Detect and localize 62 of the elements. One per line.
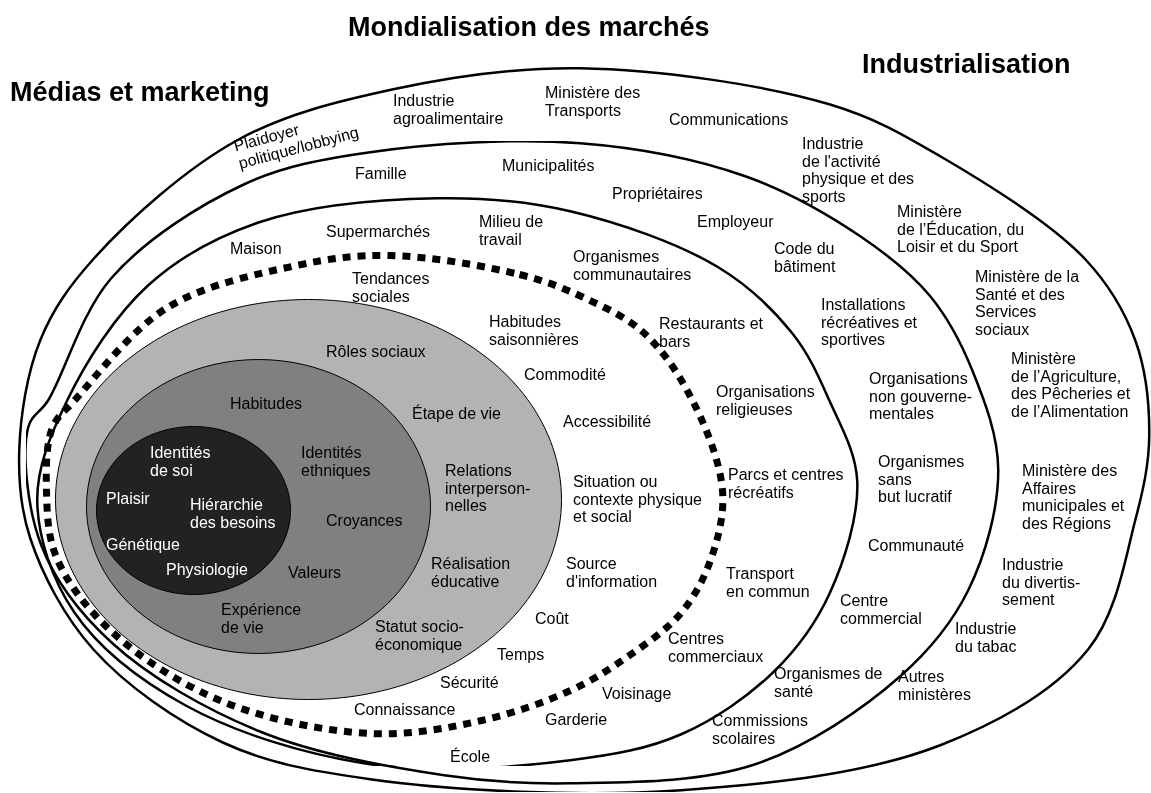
factor-label: Code du bâtiment — [774, 240, 836, 275]
factor-label: Maison — [230, 240, 282, 258]
factor-label: Industrie du divertis- sement — [1002, 556, 1081, 609]
factor-label: Industrie agroalimentaire — [393, 92, 504, 127]
factor-label: Situation ou contexte physique et social — [573, 473, 702, 526]
factor-label: Expérience de vie — [221, 601, 302, 636]
factor-label: Connaissance — [354, 701, 456, 719]
factor-label: Employeur — [697, 213, 774, 231]
factor-label: Organismes sans but lucratif — [878, 453, 965, 506]
factor-label: Sécurité — [440, 674, 499, 692]
factor-label: Tendances sociales — [352, 270, 430, 305]
factor-label: Organismes communautaires — [573, 248, 692, 283]
factor-label: Relations interperson- nelles — [445, 462, 531, 515]
factor-label: École — [450, 748, 491, 766]
factor-label: Hiérarchie des besoins — [190, 496, 276, 531]
factor-label: Coût — [535, 610, 569, 628]
factor-label: Croyances — [326, 512, 403, 530]
factor-label: Valeurs — [288, 564, 342, 582]
factor-label: Ministère de l’Agriculture, des Pêcheries et de l’Alimentation — [1011, 350, 1131, 420]
factor-label: Centres commerciaux — [668, 630, 764, 665]
factor-label: Accessibilité — [563, 413, 652, 431]
factor-label: Organisations non gouverne- mentales — [869, 370, 973, 423]
factor-label: Habitudes saisonnières — [489, 313, 579, 348]
influence-heading: Médias et marketing — [10, 77, 270, 107]
factor-label: Plaisir — [106, 490, 150, 508]
factor-label: Étape de vie — [412, 405, 501, 423]
factor-label: Autres ministères — [898, 668, 971, 703]
influence-heading: Industrialisation — [862, 49, 1071, 79]
factor-label: Organismes de santé — [774, 665, 883, 700]
factor-label: Milieu de travail — [479, 213, 544, 248]
factor-label: Propriétaires — [612, 185, 703, 203]
factor-label: Source d'information — [566, 555, 658, 590]
factor-label: Ministère des Affaires municipales et des Régions — [1022, 462, 1125, 532]
factor-label: Communauté — [868, 537, 965, 555]
factor-label: Commissions scolaires — [712, 712, 808, 747]
factor-label: Commodité — [524, 366, 606, 384]
factor-label: Restaurants et bars — [659, 315, 764, 350]
factor-label: Industrie du tabac — [955, 620, 1017, 655]
factor-label: Transport en commun — [726, 565, 810, 600]
factor-label: Communications — [669, 111, 789, 129]
factor-label: Parcs et centres récréatifs — [728, 466, 844, 501]
factor-label: Garderie — [545, 711, 608, 729]
factor-label: Rôles sociaux — [326, 343, 426, 361]
factor-label: Municipalités — [502, 157, 595, 175]
factor-label: Habitudes — [230, 395, 303, 413]
factor-label: Supermarchés — [326, 223, 431, 241]
factor-label: Identités de soi — [150, 444, 211, 479]
factor-label: Ministère de l’Éducation, du Loisir et du Sport — [897, 203, 1025, 256]
factor-label: Temps — [497, 646, 545, 664]
factor-label: Ministère des Transports — [545, 84, 641, 119]
factor-label: Statut socio- économique — [375, 618, 464, 653]
factor-label: Organisations religieuses — [716, 383, 815, 418]
factor-label: Industrie de l'activité physique et des sports — [802, 135, 915, 205]
influence-heading: Mondialisation des marchés — [348, 12, 710, 42]
factor-label: Ministère de la Santé et des Services sociaux — [975, 268, 1080, 338]
factor-label: Physiologie — [166, 561, 248, 579]
factor-label: Centre commercial — [840, 592, 922, 627]
factor-label: Réalisation éducative — [431, 555, 511, 590]
factor-label: Installations récréatives et sportives — [821, 296, 918, 349]
factor-label: Identités ethniques — [301, 444, 371, 479]
factor-label: Voisinage — [602, 685, 672, 703]
factor-label: Génétique — [106, 536, 180, 554]
